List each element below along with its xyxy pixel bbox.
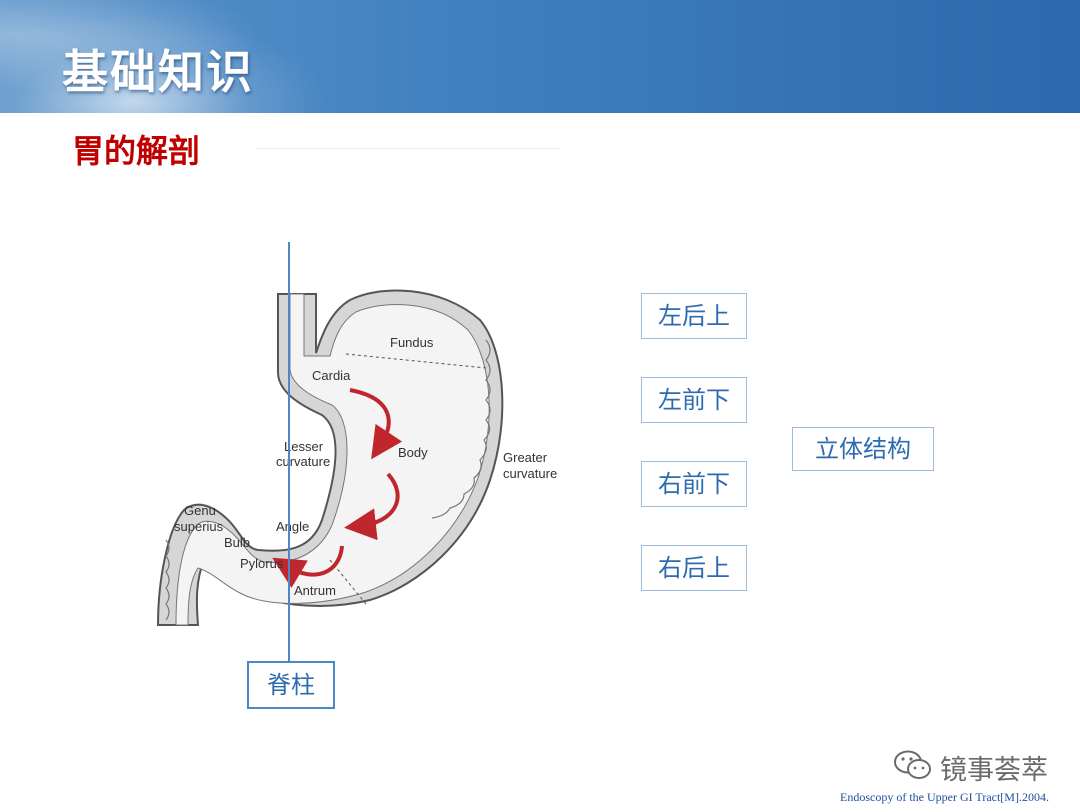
greater-curvature-folds bbox=[431, 339, 491, 519]
direction-box-right-anterior-inferior: 右前下 bbox=[641, 461, 747, 507]
direction-box-left-posterior-superior: 左后上 bbox=[641, 293, 747, 339]
label-antrum: Antrum bbox=[294, 583, 336, 598]
label-lesser-2: curvature bbox=[276, 454, 330, 469]
flow-arrow-3 bbox=[272, 545, 344, 588]
label-fundus: Fundus bbox=[390, 335, 434, 350]
label-lesser-1: Lesser bbox=[284, 439, 324, 454]
label-cardia: Cardia bbox=[312, 368, 351, 383]
direction-box-right-posterior-superior: 右后上 bbox=[641, 545, 747, 591]
water-splash-decoration bbox=[0, 0, 360, 113]
label-pylorus: Pylorus bbox=[240, 556, 284, 571]
flow-arrow-1 bbox=[349, 388, 403, 460]
label-genu-2: superius bbox=[174, 519, 224, 534]
label-body: Body bbox=[398, 445, 428, 460]
stomach-lumen bbox=[175, 293, 490, 626]
spine-label-box: 脊柱 bbox=[247, 661, 335, 709]
section-subtitle: 胃的解剖 bbox=[72, 132, 201, 170]
label-angle: Angle bbox=[276, 519, 309, 534]
wechat-icon bbox=[894, 750, 931, 779]
label-genu-1: Genu bbox=[184, 503, 216, 518]
header-banner: 基础知识 bbox=[0, 0, 1080, 113]
citation: Endoscopy of the Upper GI Tract[M].2004. bbox=[840, 790, 1049, 804]
structure-label-box: 立体结构 bbox=[792, 427, 934, 471]
duodenum-folds bbox=[165, 539, 170, 621]
direction-box-left-anterior-inferior: 左前下 bbox=[641, 377, 747, 423]
label-greater-2: curvature bbox=[503, 466, 557, 481]
subtitle-divider bbox=[255, 148, 560, 149]
watermark-text: 镜事荟萃 bbox=[940, 755, 1048, 786]
flow-arrow-2 bbox=[344, 472, 400, 541]
slide-title: 基础知识 bbox=[62, 45, 254, 99]
label-bulb: Bulb bbox=[224, 535, 250, 550]
label-greater-1: Greater bbox=[503, 450, 548, 465]
